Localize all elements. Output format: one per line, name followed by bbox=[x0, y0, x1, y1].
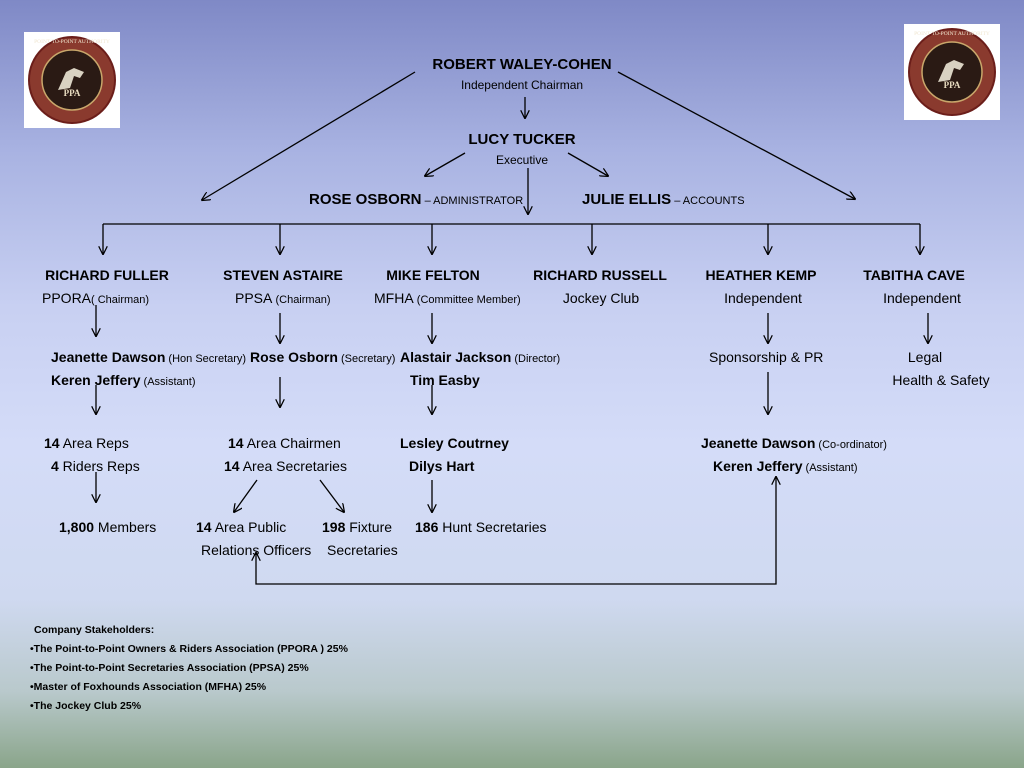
heather-team-2: Keren Jeffery (Assistant) bbox=[713, 458, 858, 474]
column-head-org: PPSA (Chairman) bbox=[235, 290, 331, 306]
ppsa-group-1: 14 Area Chairmen bbox=[228, 435, 341, 451]
heather-team-1: Jeanette Dawson (Co-ordinator) bbox=[701, 435, 887, 451]
pr-officers: 14 Area Public bbox=[196, 519, 287, 535]
arrow-top-right bbox=[617, 71, 855, 199]
fixture-secretaries: 198 Fixture bbox=[322, 519, 393, 535]
column-head-org: Independent bbox=[883, 290, 961, 306]
tabitha-remit-2: Health & Safety bbox=[892, 372, 990, 388]
column-head-name: STEVEN ASTAIRE bbox=[223, 267, 343, 283]
arrow-top-left bbox=[202, 71, 416, 200]
stakeholder-item: •The Point-to-Point Owners & Riders Asso… bbox=[30, 643, 348, 655]
svg-text:PPA: PPA bbox=[64, 88, 81, 98]
svg-text:POINT-TO-POINT AUTHORITY: POINT-TO-POINT AUTHORITY bbox=[914, 31, 990, 37]
chairman-name: ROBERT WALEY-COHEN bbox=[432, 56, 612, 73]
administrator: ROSE OSBORN – ADMINISTRATOR bbox=[309, 191, 524, 208]
column-head-org: Independent bbox=[724, 290, 802, 306]
members-count: 1,800 Members bbox=[59, 519, 157, 535]
column-head-org: Jockey Club bbox=[562, 290, 640, 306]
arrow-exec-admin bbox=[425, 152, 466, 176]
mfha-group-1: Lesley Coutrney bbox=[400, 435, 509, 451]
ppsa-staff: Rose Osborn (Secretary) bbox=[250, 349, 396, 365]
mfha-staff-2: Tim Easby bbox=[410, 372, 480, 388]
arrow-exec-accounts bbox=[567, 152, 608, 176]
ppora-reps-1: 14 Area Reps bbox=[44, 435, 129, 451]
executive-role: Executive bbox=[495, 153, 549, 167]
ppa-logo-left: PPA POINT-TO-POINT AUTHORITY bbox=[24, 32, 120, 128]
hunt-secretaries: 186 Hunt Secretaries bbox=[415, 519, 547, 535]
chairman-role: Independent Chairman bbox=[460, 78, 584, 92]
accounts: JULIE ELLIS – ACCOUNTS bbox=[582, 191, 745, 208]
column-head-name: RICHARD RUSSELL bbox=[533, 267, 667, 283]
ppora-reps-2: 4 Riders Reps bbox=[51, 458, 140, 474]
svg-text:POINT-TO-POINT AUTHORITY: POINT-TO-POINT AUTHORITY bbox=[34, 39, 110, 45]
column-head-name: TABITHA CAVE bbox=[863, 267, 965, 283]
column-head-name: MIKE FELTON bbox=[386, 267, 480, 283]
loop-connector bbox=[256, 477, 776, 585]
stakeholder-item: •The Jockey Club 25% bbox=[30, 700, 142, 712]
mfha-staff-1: Alastair Jackson (Director) bbox=[400, 349, 561, 365]
mfha-group-2: Dilys Hart bbox=[409, 458, 475, 474]
tabitha-remit-1: Legal bbox=[907, 349, 943, 365]
column-head-name: RICHARD FULLER bbox=[45, 267, 169, 283]
stakeholder-item: •Master of Foxhounds Association (MFHA) … bbox=[30, 681, 267, 693]
ppsa-group-2: 14 Area Secretaries bbox=[224, 458, 347, 474]
ppora-staff-1: Jeanette Dawson (Hon Secretary) bbox=[51, 349, 247, 365]
ppa-logo-right: PPA POINT-TO-POINT AUTHORITY bbox=[904, 24, 1000, 120]
column-head-org: PPORA( Chairman) bbox=[42, 290, 150, 306]
fixture-secretaries-line2: Secretaries bbox=[327, 542, 398, 558]
stakeholders-title: Company Stakeholders: bbox=[34, 624, 155, 636]
stakeholder-item: •The Point-to-Point Secretaries Associat… bbox=[30, 662, 309, 674]
ppora-staff-2: Keren Jeffery (Assistant) bbox=[51, 372, 196, 388]
heather-remit: Sponsorship & PR bbox=[709, 349, 824, 365]
pr-officers-line2: Relations Officers bbox=[201, 542, 312, 558]
executive-name: LUCY TUCKER bbox=[468, 131, 576, 148]
column-head-org: MFHA (Committee Member) bbox=[374, 290, 521, 306]
column-head-name: HEATHER KEMP bbox=[705, 267, 817, 283]
svg-text:PPA: PPA bbox=[944, 80, 961, 90]
